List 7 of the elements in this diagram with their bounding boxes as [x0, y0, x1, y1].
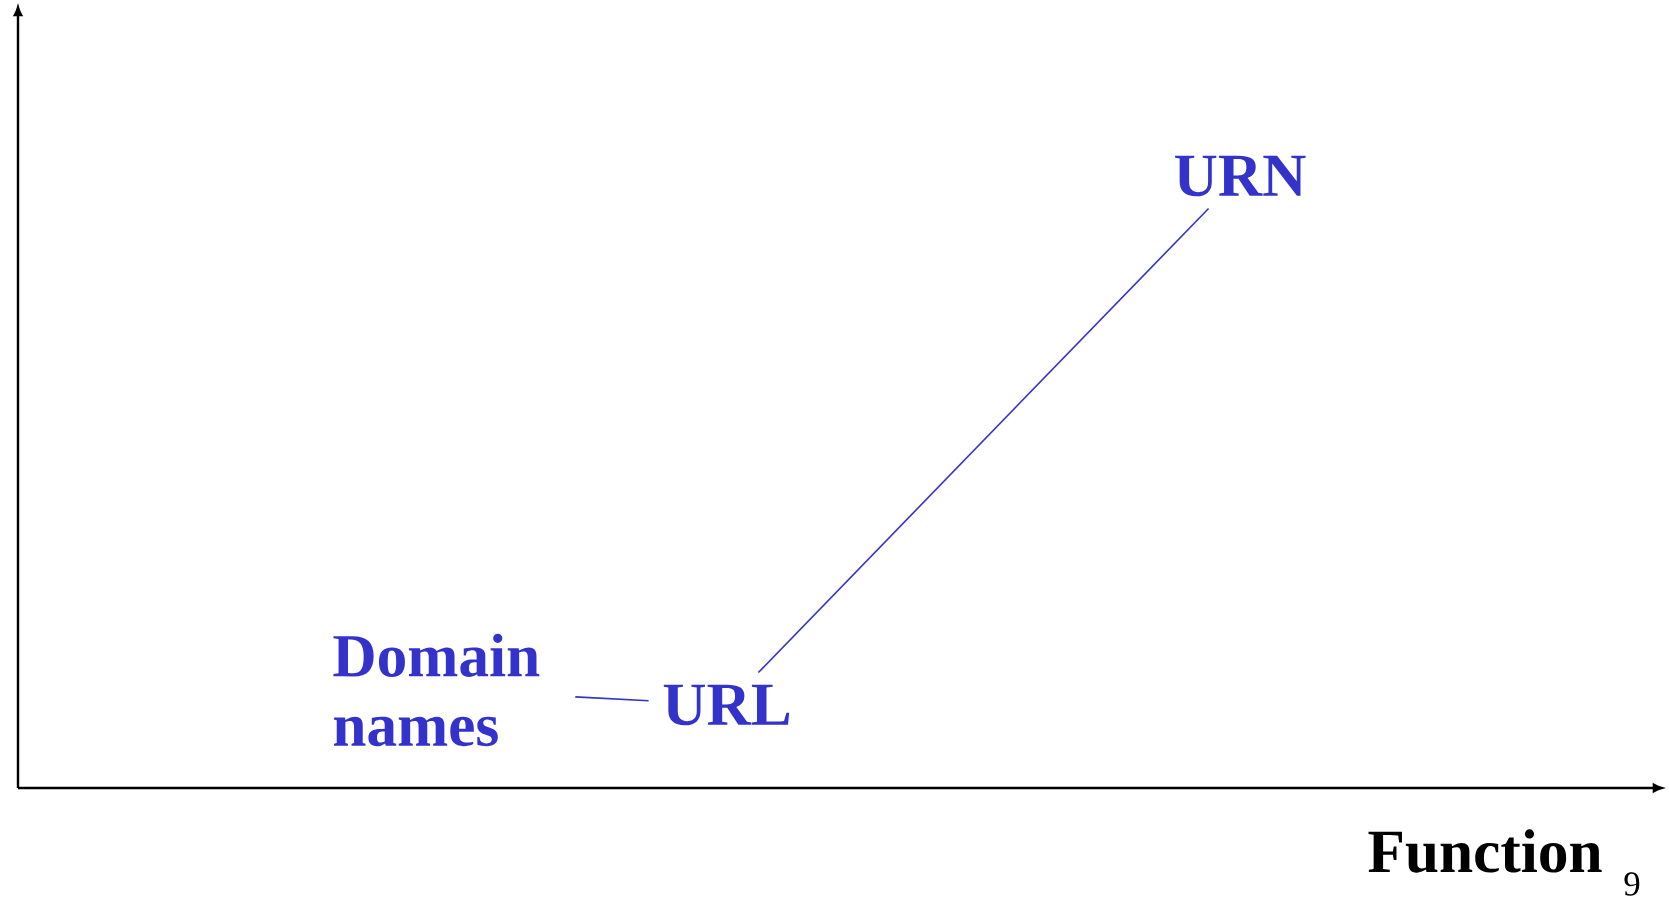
axis-label: Function: [1368, 829, 1602, 873]
node-label: URN: [1175, 155, 1306, 197]
connector-line: [574, 696, 650, 702]
page-number: 9: [1624, 872, 1640, 896]
node-label: Domain names: [333, 633, 540, 747]
connector-line: [757, 207, 1210, 674]
node-label: URL: [663, 684, 790, 726]
